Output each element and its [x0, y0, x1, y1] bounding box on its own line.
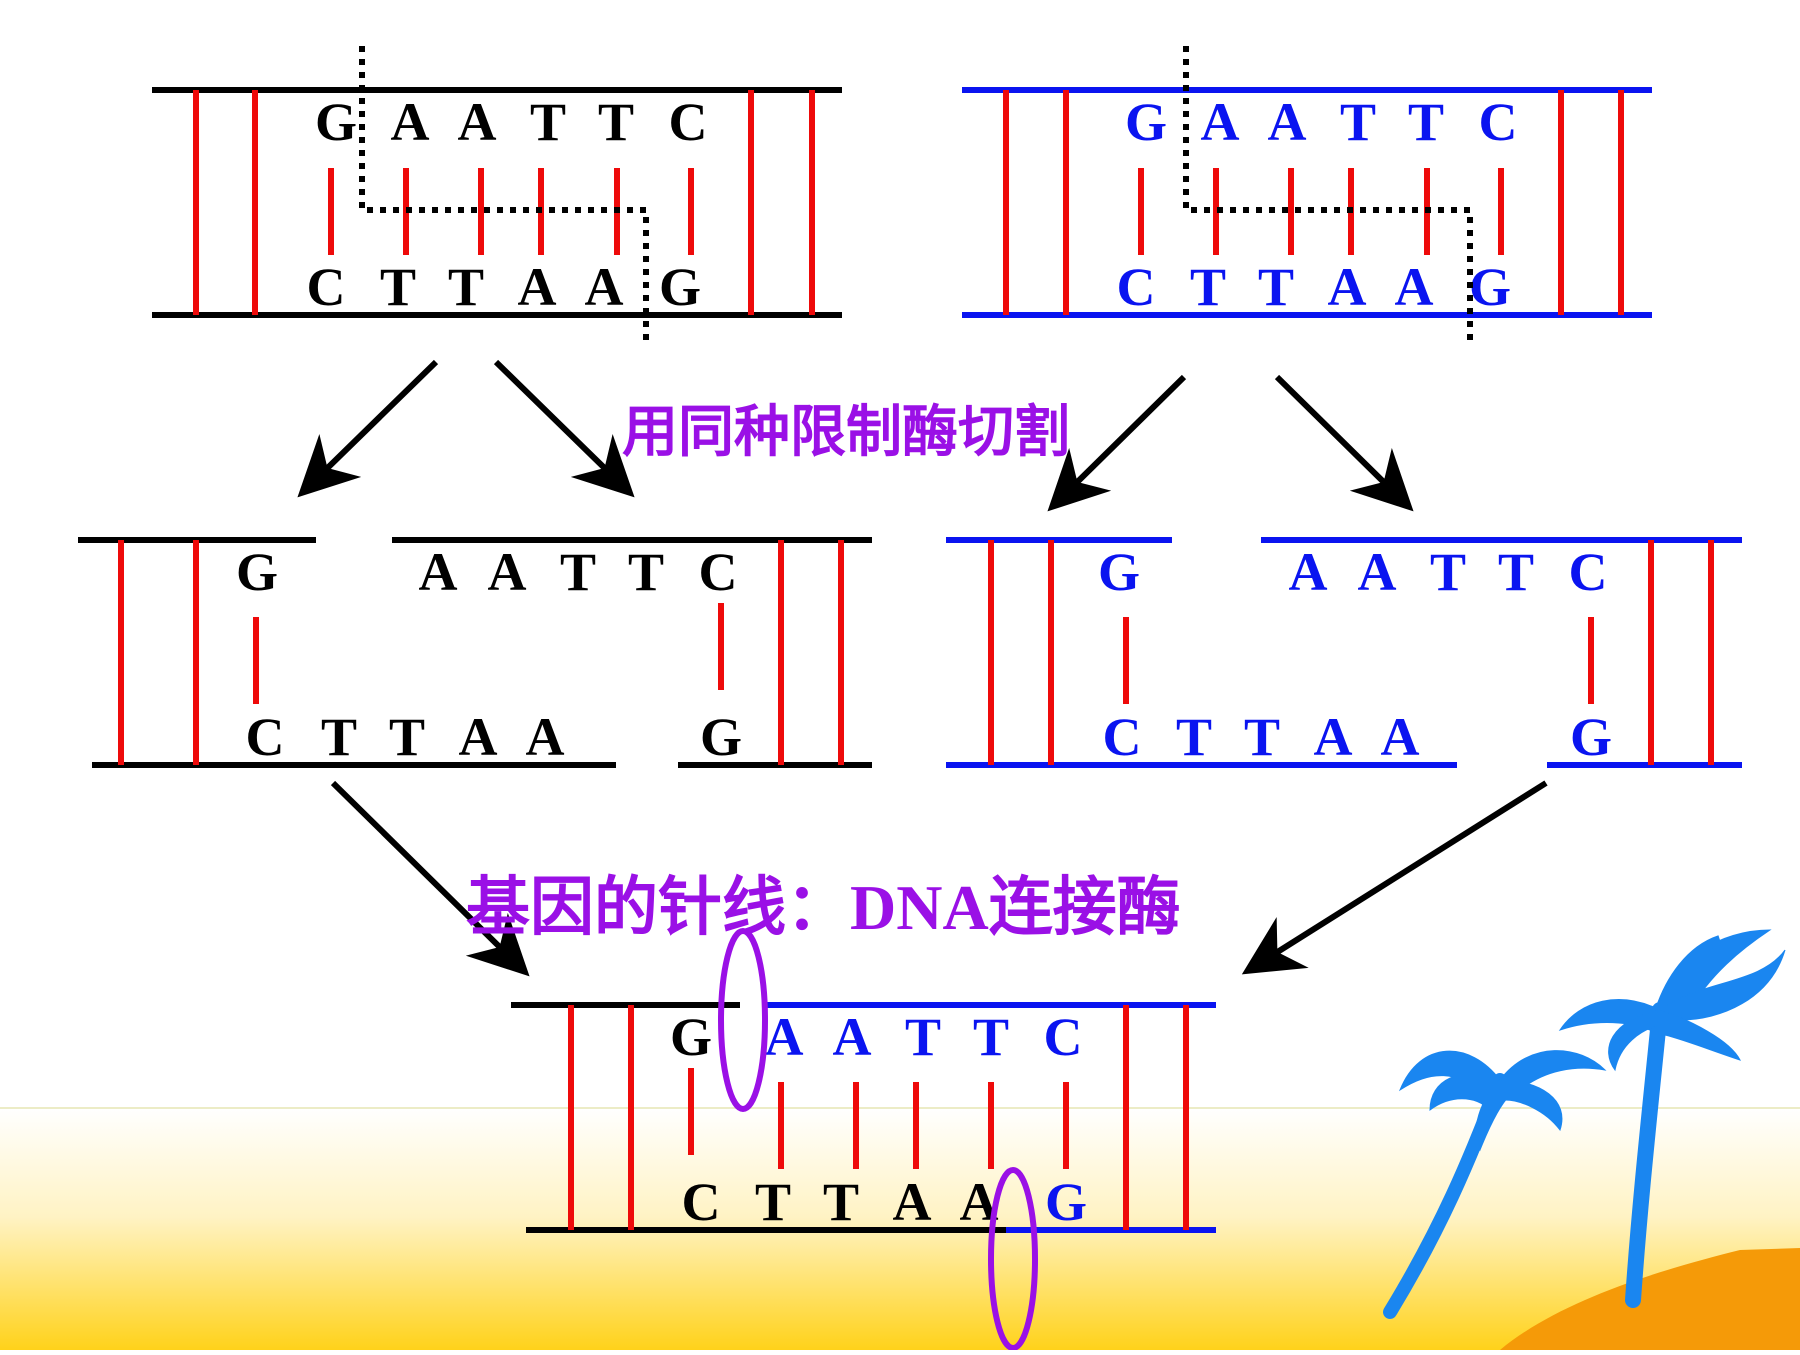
base-lower: C: [1103, 707, 1142, 767]
arrow: [493, 359, 635, 498]
original-dna-black: G A A T T C C T T A A G: [152, 46, 842, 340]
base-upper: T: [560, 542, 596, 602]
palm-tree-icon: [1383, 929, 1786, 1319]
base-lower: T: [755, 1172, 791, 1232]
base-lower: A: [1381, 707, 1420, 767]
base-lower: T: [321, 707, 357, 767]
base-upper: T: [1340, 92, 1376, 152]
base-lower: T: [1176, 707, 1212, 767]
base-lower: A: [585, 257, 624, 317]
base-lower: A: [526, 707, 565, 767]
base-upper: G: [315, 92, 357, 152]
arrow: [1274, 374, 1414, 512]
cut-line-dotted: [1183, 46, 1473, 340]
cut-fragments-blue: G A A T T C C T T A A G: [946, 537, 1742, 768]
base-upper: G: [1125, 92, 1167, 152]
arrow: [330, 780, 530, 977]
base-lower: T: [380, 257, 416, 317]
caption-cut: 用同种限制酶切割: [622, 400, 1070, 465]
base-upper: T: [905, 1007, 941, 1067]
base-upper: A: [1358, 542, 1397, 602]
caption-ligase: 基因的针线：DNA连接酶: [466, 856, 1181, 948]
base-lower: T: [448, 257, 484, 317]
base-upper: C: [1569, 542, 1608, 602]
base-upper: T: [598, 92, 634, 152]
base-upper: A: [419, 542, 458, 602]
arrows: [297, 359, 1548, 977]
base-lower: G: [1045, 1172, 1087, 1232]
caption-ligase-suffix: 连接酶: [988, 871, 1181, 945]
base-upper: A: [458, 92, 497, 152]
base-upper: G: [1098, 542, 1140, 602]
arrow: [1241, 780, 1548, 975]
base-upper: G: [670, 1007, 712, 1067]
base-upper: C: [1044, 1007, 1083, 1067]
base-upper: A: [833, 1007, 872, 1067]
base-upper: G: [236, 542, 278, 602]
base-lower: G: [1469, 257, 1511, 317]
base-lower: C: [682, 1172, 721, 1232]
recombinant-dna: G A A T T C C T T A A G: [511, 928, 1216, 1351]
base-upper: A: [1289, 542, 1328, 602]
base-lower: T: [823, 1172, 859, 1232]
base-upper: T: [1408, 92, 1444, 152]
ligation-site-highlight: [718, 928, 768, 1112]
base-upper: C: [669, 92, 708, 152]
base-lower: G: [700, 707, 742, 767]
base-upper: T: [628, 542, 664, 602]
base-upper: T: [1430, 542, 1466, 602]
orange-hill: [1500, 1248, 1800, 1350]
base-upper: A: [765, 1007, 804, 1067]
cut-line-dotted: [359, 46, 649, 340]
base-upper: T: [973, 1007, 1009, 1067]
base-lower: C: [246, 707, 285, 767]
ligation-site-highlight: [988, 1167, 1038, 1351]
base-lower: G: [659, 257, 701, 317]
base-lower: T: [1258, 257, 1294, 317]
base-upper: T: [530, 92, 566, 152]
base-upper: A: [391, 92, 430, 152]
base-lower: A: [459, 707, 498, 767]
base-lower: T: [389, 707, 425, 767]
base-upper: A: [1201, 92, 1240, 152]
base-upper: C: [699, 542, 738, 602]
base-lower: G: [1570, 707, 1612, 767]
base-upper: A: [1268, 92, 1307, 152]
base-upper: T: [1498, 542, 1534, 602]
base-lower: T: [1244, 707, 1280, 767]
base-lower: T: [1190, 257, 1226, 317]
original-dna-blue: G A A T T C C T T A A G: [962, 46, 1652, 340]
base-lower: A: [518, 257, 557, 317]
background: [0, 1107, 1800, 1350]
base-lower: C: [1117, 257, 1156, 317]
base-upper: A: [488, 542, 527, 602]
caption-ligase-dna: DNA: [850, 872, 989, 943]
base-lower: A: [1395, 257, 1434, 317]
base-lower: A: [893, 1172, 932, 1232]
cut-fragments-black: G A A T T C C T T A A G: [78, 537, 872, 768]
base-lower: A: [1328, 257, 1367, 317]
base-lower: A: [1314, 707, 1353, 767]
caption-ligase-prefix: 基因的针线：: [466, 871, 850, 945]
arrow: [1047, 374, 1187, 512]
arrow: [297, 359, 439, 498]
base-lower: C: [307, 257, 346, 317]
base-upper: C: [1479, 92, 1518, 152]
